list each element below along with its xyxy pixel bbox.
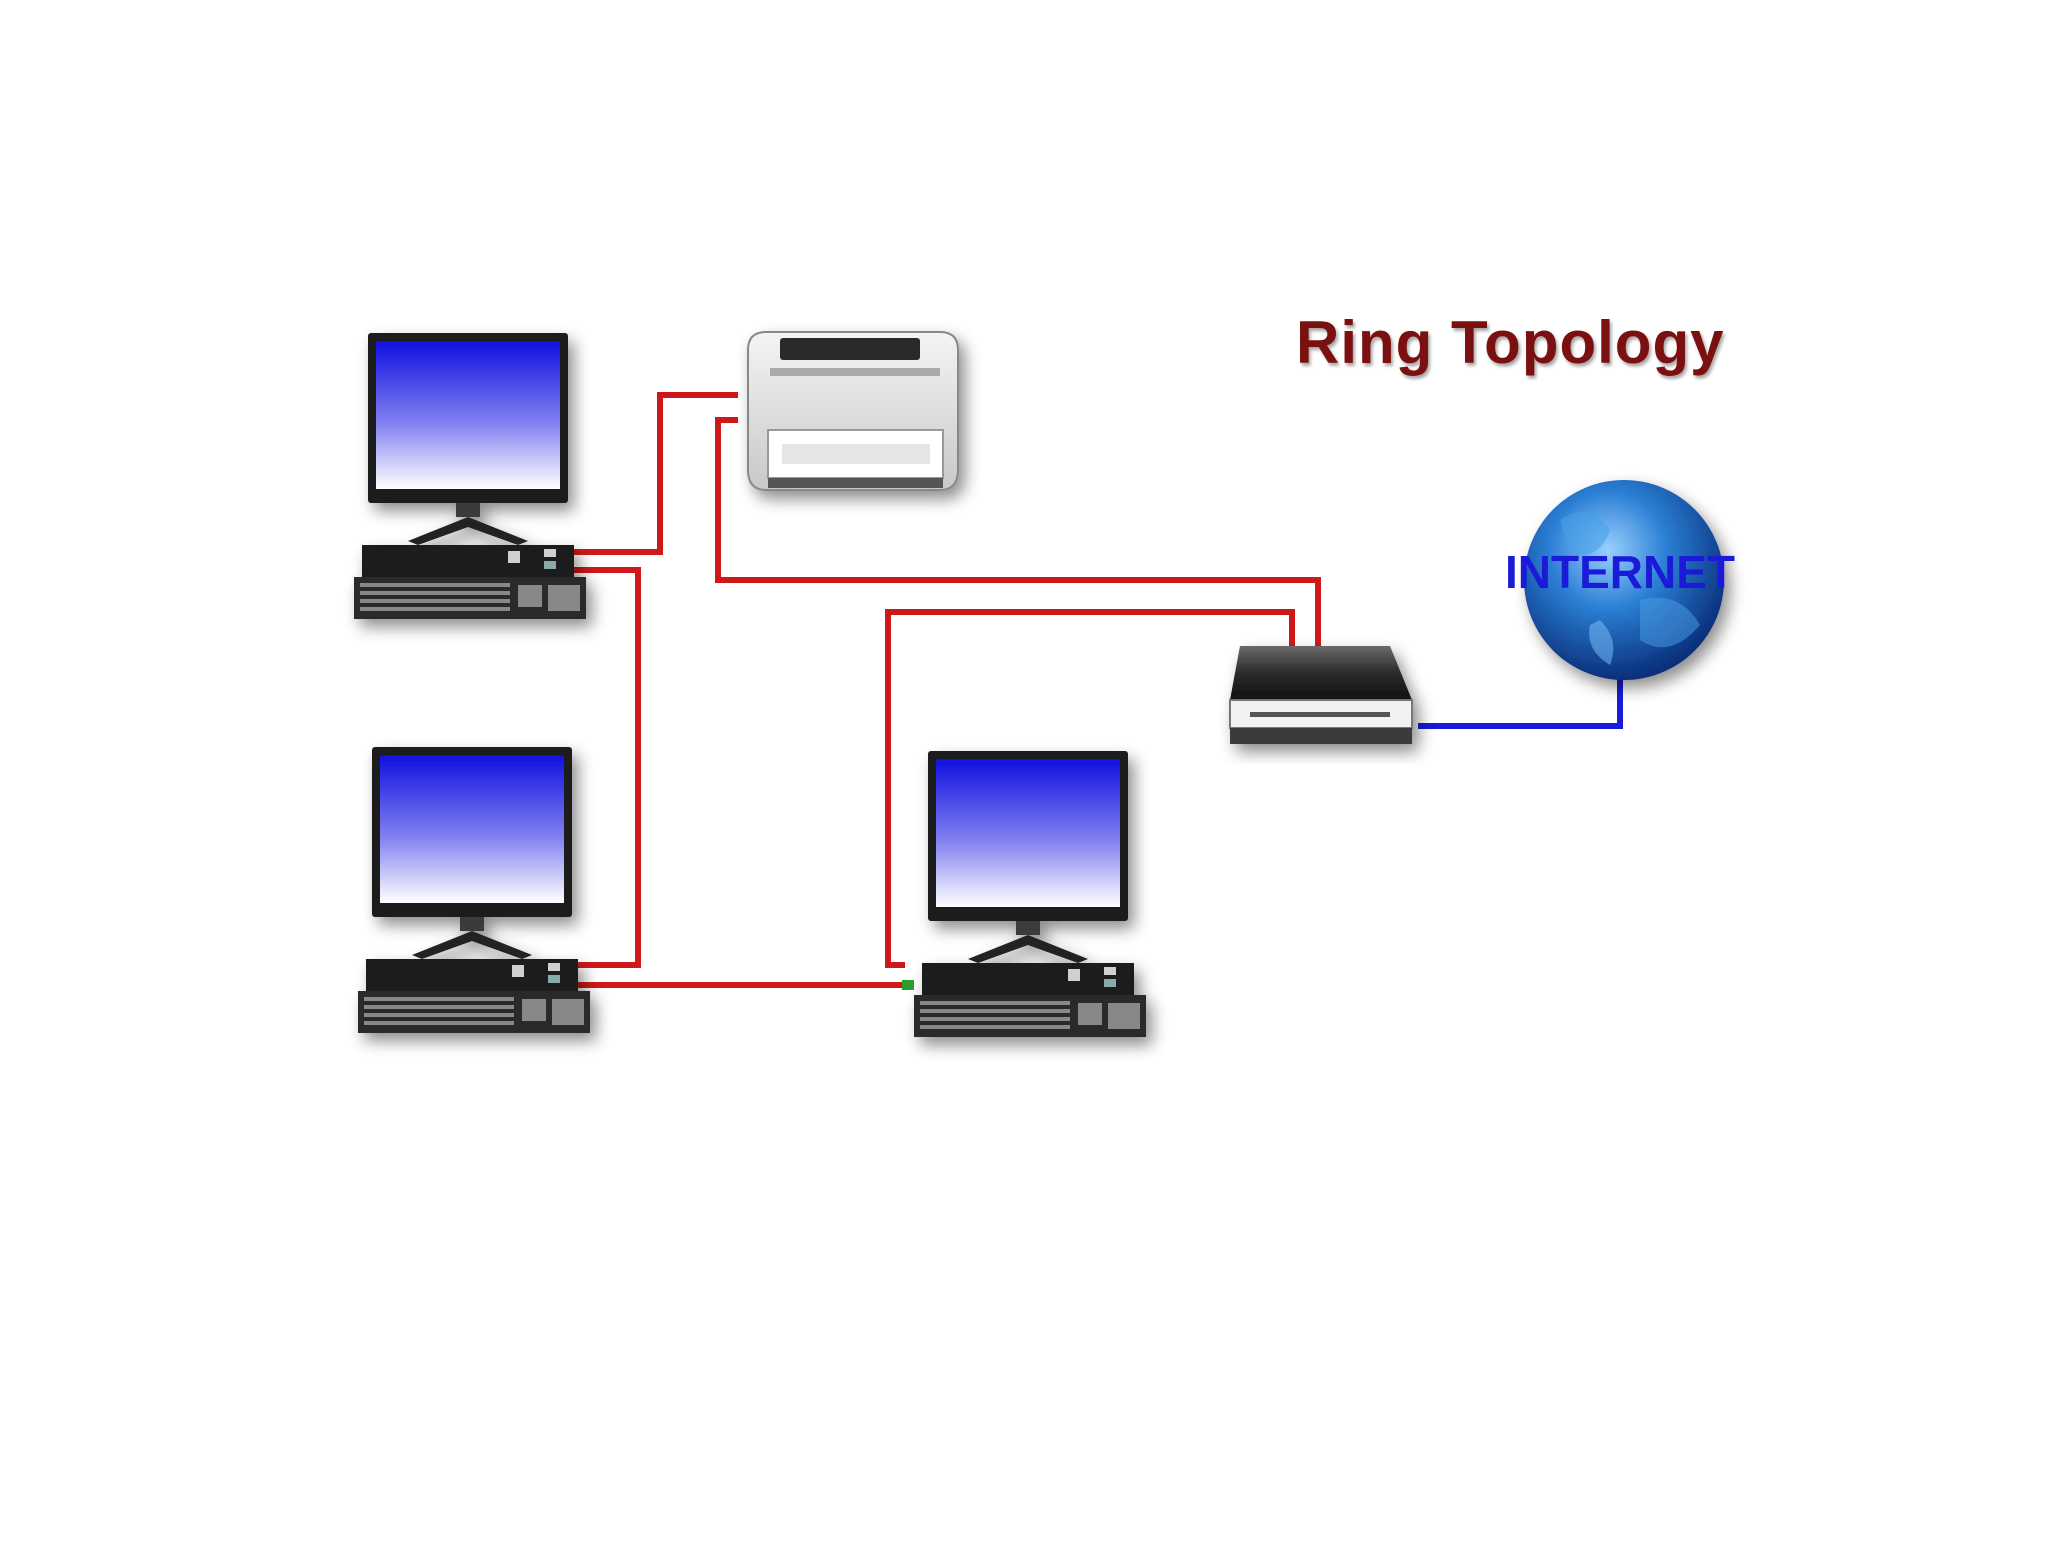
cable-pc1-pc2 — [555, 567, 641, 968]
printer — [747, 331, 959, 491]
port-led — [902, 980, 914, 990]
desktop-computer-icon — [354, 333, 586, 619]
cable-modem-internet — [1418, 676, 1623, 729]
internet-label: INTERNET — [1505, 546, 1735, 598]
modem — [1229, 646, 1413, 744]
modem-icon — [1229, 646, 1413, 744]
cable-pc1-printer — [555, 392, 738, 555]
computer-top-left — [354, 333, 586, 619]
cable-printer-modem — [715, 417, 1321, 646]
internet-globe — [1524, 480, 1724, 680]
diagram-title: Ring Topology — [1296, 309, 1725, 376]
laser-printer-icon — [747, 331, 959, 491]
cable-pc3-modem — [885, 609, 1295, 968]
computer-bottom-center — [914, 751, 1146, 1037]
desktop-computer-icon — [914, 751, 1146, 1037]
ring-cables — [555, 392, 1321, 988]
computer-bottom-left — [358, 747, 590, 1033]
desktop-computer-icon — [358, 747, 590, 1033]
